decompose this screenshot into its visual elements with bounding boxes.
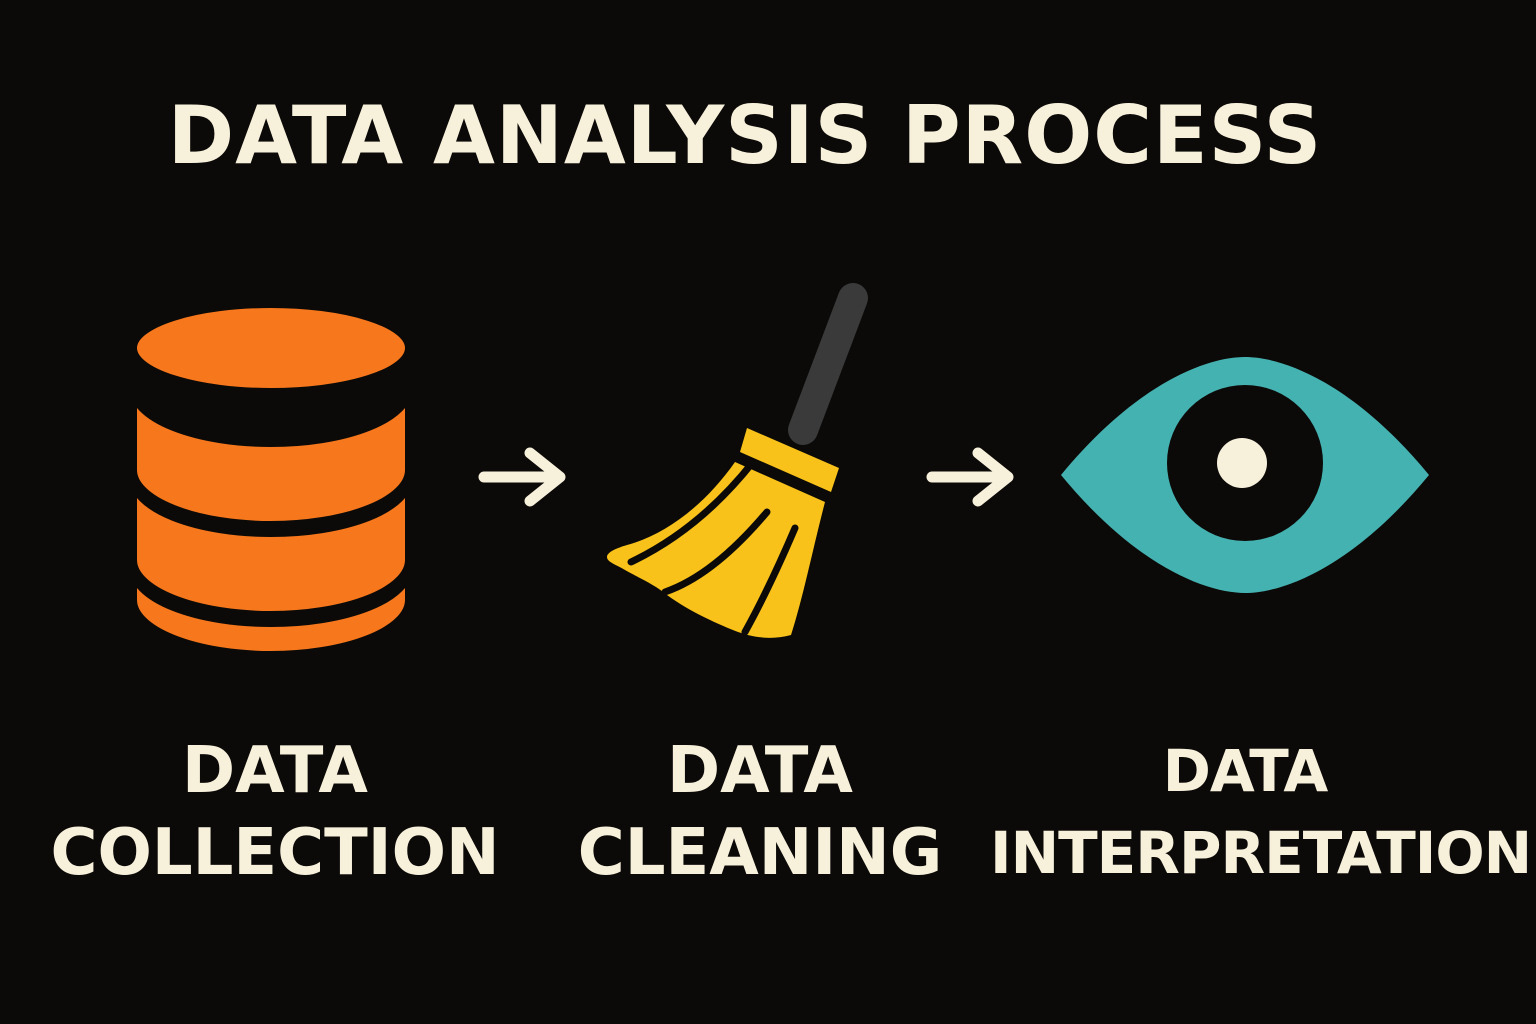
step-label-data-cleaning: DATA CLEANING [555,730,965,894]
step-label-data-interpretation: DATA INTERPRETATION [990,730,1532,894]
broom-icon [607,283,868,638]
step-label-line2: CLEANING [577,816,943,890]
arrow-right-icon-1 [478,447,566,507]
arrow-right-icon-2 [926,447,1014,507]
step-label-line2: INTERPRETATION [990,819,1532,887]
step-label-line1: DATA [667,734,853,808]
step-label-data-collection: DATA COLLECTION [40,730,510,894]
diagram-title: DATA ANALYSIS PROCESS [167,89,1323,182]
step-label-line1: DATA [1162,737,1328,805]
eye-icon [1061,357,1429,593]
database-icon [129,300,413,659]
step-label-line1: DATA [182,734,368,808]
step-label-line2: COLLECTION [50,816,500,890]
